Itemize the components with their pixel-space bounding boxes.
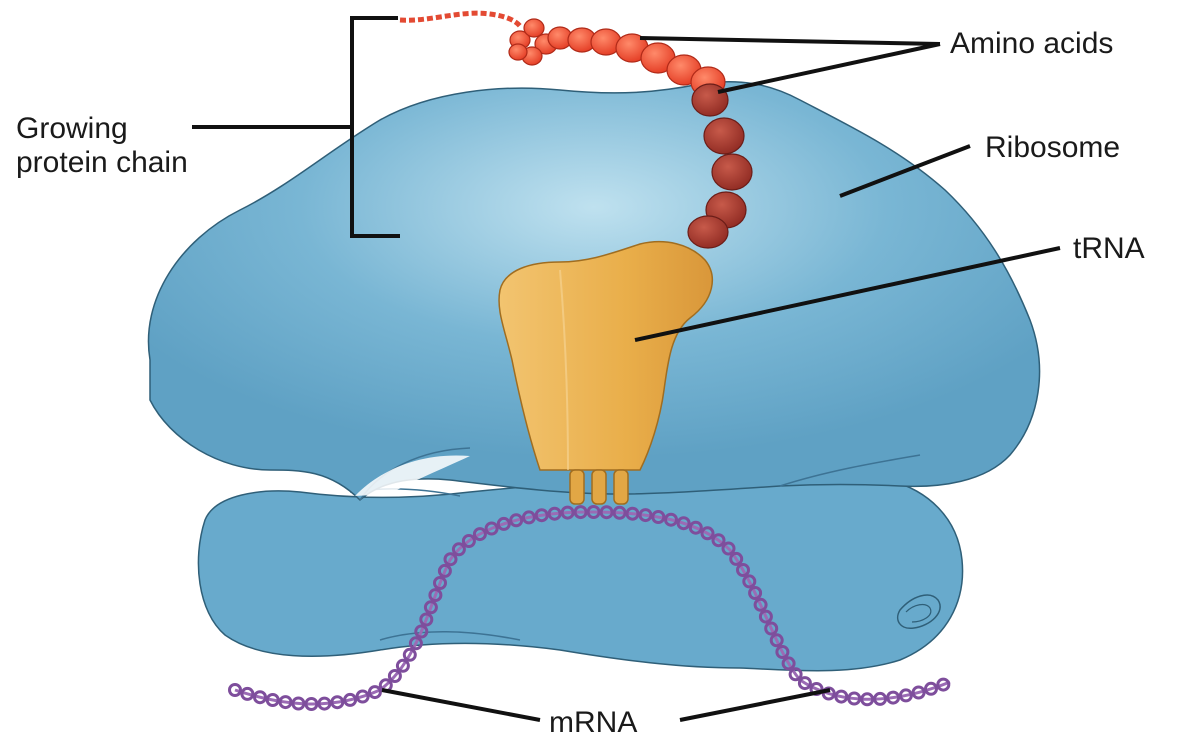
leader-amino-acids-2 [718, 44, 940, 92]
protein-tail [400, 13, 520, 26]
amino-acid-bead [509, 44, 527, 60]
label-mrna: mRNA [549, 706, 637, 739]
label-trna: tRNA [1073, 232, 1145, 265]
amino-acid-bead [704, 118, 744, 154]
amino-acid-bead [692, 84, 728, 116]
label-amino-acids: Amino acids [950, 27, 1113, 60]
label-protein-chain: protein chain [16, 146, 188, 179]
leader-mrna-right [680, 690, 830, 720]
amino-acid-bead [524, 19, 544, 37]
label-growing: Growing [16, 112, 128, 145]
anticodon-stub-2 [592, 470, 606, 504]
anticodon-stub-1 [570, 470, 584, 504]
leader-amino-acids-1 [640, 38, 940, 44]
label-ribosome: Ribosome [985, 131, 1120, 164]
amino-acid-bead [712, 154, 752, 190]
leader-mrna-left [382, 690, 540, 720]
amino-acid-bead [688, 216, 728, 248]
anticodon-stub-3 [614, 470, 628, 504]
